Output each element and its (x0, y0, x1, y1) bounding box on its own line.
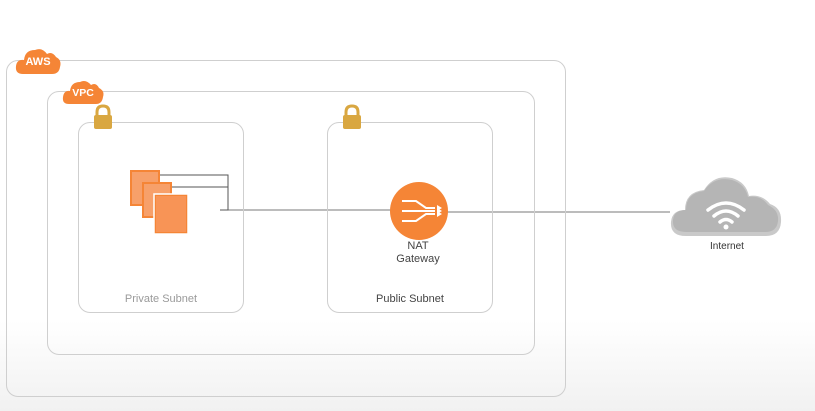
private-subnet-box (78, 122, 244, 313)
padlock-icon (341, 104, 363, 130)
public-subnet-box (327, 122, 493, 313)
aws-cloud-boundary (6, 60, 566, 397)
private-subnet-label: Private Subnet (124, 293, 198, 305)
vpc-badge-label: VPC (72, 87, 94, 99)
vpc-cloud-badge-icon: VPC (61, 76, 105, 106)
aws-cloud-badge-icon: AWS (14, 44, 62, 76)
aws-badge-label: AWS (25, 56, 51, 68)
nat-gateway-label-line2: Gateway (396, 253, 440, 265)
ec2-instances-icon (128, 168, 230, 238)
public-subnet-label: Public Subnet (376, 293, 444, 305)
nat-gateway-label-line1: NAT (407, 240, 429, 252)
nat-gateway-label: NAT Gateway (380, 240, 456, 266)
internet-label: Internet (710, 241, 744, 252)
internet-cloud-icon (666, 168, 786, 244)
vpc-boundary (47, 91, 535, 355)
nat-gateway-icon (389, 181, 449, 241)
padlock-icon (92, 104, 114, 130)
